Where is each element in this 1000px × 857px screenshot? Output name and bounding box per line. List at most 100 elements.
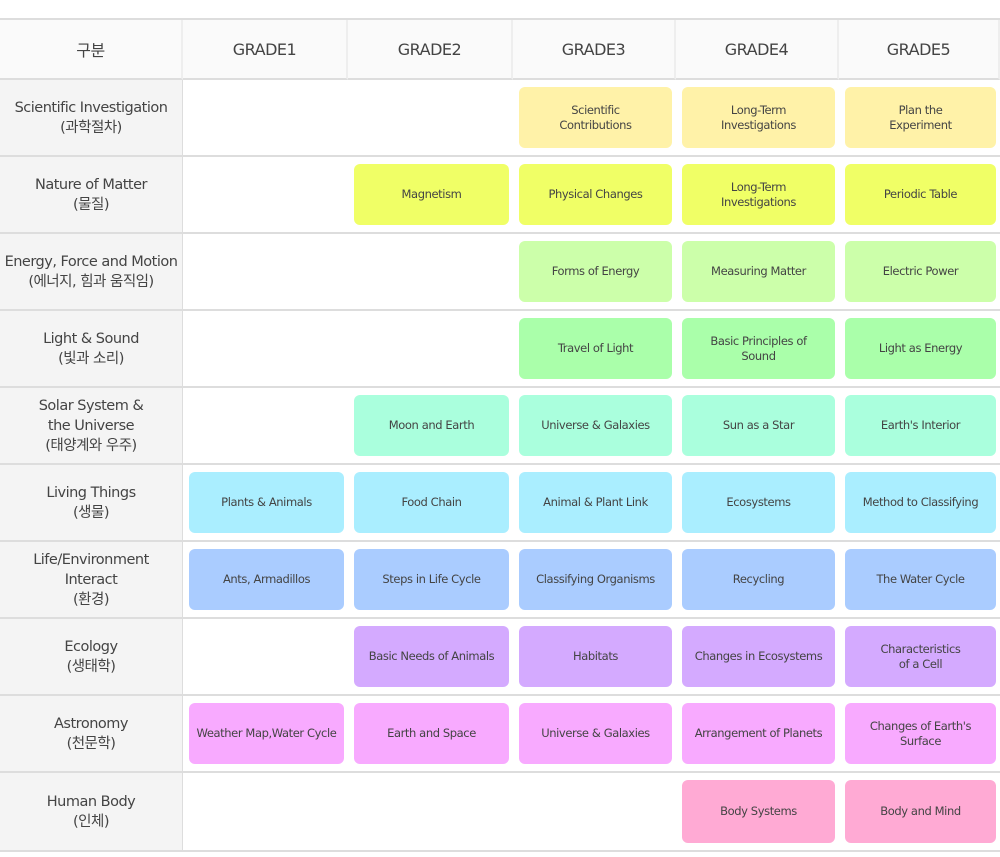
table-cell: Electric Power: [839, 234, 1000, 311]
table-cell: Changes in Ecosystems: [676, 619, 839, 696]
table-cell: [183, 388, 348, 465]
row-header: Light & Sound (빛과 소리): [0, 311, 183, 388]
topic-chip[interactable]: Changes of Earth's Surface: [845, 703, 996, 764]
topic-chip[interactable]: Characteristics of a Cell: [845, 626, 996, 687]
row-header: Solar System & the Universe (태양계와 우주): [0, 388, 183, 465]
table-cell: Periodic Table: [839, 157, 1000, 234]
topic-chip[interactable]: Travel of Light: [519, 318, 672, 379]
topic-chip[interactable]: Plan the Experiment: [845, 87, 996, 148]
table-cell: [348, 234, 513, 311]
table-cell: Habitats: [513, 619, 676, 696]
topic-chip[interactable]: Light as Energy: [845, 318, 996, 379]
table-cell: Scientific Contributions: [513, 80, 676, 157]
table-cell: Forms of Energy: [513, 234, 676, 311]
topic-chip[interactable]: Measuring Matter: [682, 241, 835, 302]
table-cell: Ecosystems: [676, 465, 839, 542]
row-header: Nature of Matter (물질): [0, 157, 183, 234]
topic-chip[interactable]: Body and Mind: [845, 780, 996, 843]
topic-chip[interactable]: Physical Changes: [519, 164, 672, 225]
row-header: Life/Environment Interact (환경): [0, 542, 183, 619]
topic-chip[interactable]: Earth and Space: [354, 703, 509, 764]
table-cell: Universe & Galaxies: [513, 696, 676, 773]
topic-chip[interactable]: Habitats: [519, 626, 672, 687]
header-grade4: GRADE4: [676, 20, 839, 80]
topic-chip[interactable]: Basic Needs of Animals: [354, 626, 509, 687]
table-cell: Magnetism: [348, 157, 513, 234]
topic-chip[interactable]: Periodic Table: [845, 164, 996, 225]
topic-chip[interactable]: Long-Term Investigations: [682, 164, 835, 225]
topic-chip[interactable]: Magnetism: [354, 164, 509, 225]
topic-chip[interactable]: Scientific Contributions: [519, 87, 672, 148]
topic-chip[interactable]: Changes in Ecosystems: [682, 626, 835, 687]
table-cell: [348, 80, 513, 157]
header-grade1: GRADE1: [183, 20, 348, 80]
table-cell: Earth and Space: [348, 696, 513, 773]
table-cell: Travel of Light: [513, 311, 676, 388]
table-cell: Long-Term Investigations: [676, 157, 839, 234]
table-cell: Earth's Interior: [839, 388, 1000, 465]
table-cell: Basic Principles of Sound: [676, 311, 839, 388]
table-cell: Long-Term Investigations: [676, 80, 839, 157]
topic-chip[interactable]: Recycling: [682, 549, 835, 610]
table-cell: Classifying Organisms: [513, 542, 676, 619]
table-cell: Weather Map,Water Cycle: [183, 696, 348, 773]
table-cell: Plan the Experiment: [839, 80, 1000, 157]
table-cell: [183, 311, 348, 388]
topic-chip[interactable]: Body Systems: [682, 780, 835, 843]
curriculum-table: 구분 GRADE1 GRADE2 GRADE3 GRADE4 GRADE5 Sc…: [0, 18, 1000, 852]
table-cell: Measuring Matter: [676, 234, 839, 311]
table-cell: [183, 80, 348, 157]
table-cell: Light as Energy: [839, 311, 1000, 388]
topic-chip[interactable]: Method to Classifying: [845, 472, 996, 533]
row-header: Astronomy (천문학): [0, 696, 183, 773]
topic-chip[interactable]: Plants & Animals: [189, 472, 344, 533]
table-cell: Ants, Armadillos: [183, 542, 348, 619]
topic-chip[interactable]: Ecosystems: [682, 472, 835, 533]
header-grade3: GRADE3: [513, 20, 676, 80]
topic-chip[interactable]: Moon and Earth: [354, 395, 509, 456]
topic-chip[interactable]: Ants, Armadillos: [189, 549, 344, 610]
table-cell: Steps in Life Cycle: [348, 542, 513, 619]
table-cell: Animal & Plant Link: [513, 465, 676, 542]
table-cell: Moon and Earth: [348, 388, 513, 465]
table-cell: Body and Mind: [839, 773, 1000, 850]
table-cell: Universe & Galaxies: [513, 388, 676, 465]
topic-chip[interactable]: Sun as a Star: [682, 395, 835, 456]
header-grade5: GRADE5: [839, 20, 1000, 80]
table-cell: [183, 157, 348, 234]
table-cell: [183, 234, 348, 311]
row-header: Energy, Force and Motion (에너지, 힘과 움직임): [0, 234, 183, 311]
topic-chip[interactable]: Arrangement of Planets: [682, 703, 835, 764]
topic-chip[interactable]: Classifying Organisms: [519, 549, 672, 610]
table-cell: Changes of Earth's Surface: [839, 696, 1000, 773]
row-header: Living Things (생물): [0, 465, 183, 542]
topic-chip[interactable]: Forms of Energy: [519, 241, 672, 302]
topic-chip[interactable]: Animal & Plant Link: [519, 472, 672, 533]
table-cell: Basic Needs of Animals: [348, 619, 513, 696]
table-cell: The Water Cycle: [839, 542, 1000, 619]
table-cell: Body Systems: [676, 773, 839, 850]
topic-chip[interactable]: Weather Map,Water Cycle: [189, 703, 344, 764]
table-cell: [513, 773, 676, 850]
table-cell: Plants & Animals: [183, 465, 348, 542]
table-cell: Food Chain: [348, 465, 513, 542]
table-cell: [348, 311, 513, 388]
topic-chip[interactable]: Steps in Life Cycle: [354, 549, 509, 610]
header-grade2: GRADE2: [348, 20, 513, 80]
table-cell: Recycling: [676, 542, 839, 619]
table-cell: Arrangement of Planets: [676, 696, 839, 773]
table-cell: [183, 773, 348, 850]
row-header: Human Body (인체): [0, 773, 183, 850]
topic-chip[interactable]: Basic Principles of Sound: [682, 318, 835, 379]
topic-chip[interactable]: The Water Cycle: [845, 549, 996, 610]
table-cell: Physical Changes: [513, 157, 676, 234]
topic-chip[interactable]: Earth's Interior: [845, 395, 996, 456]
topic-chip[interactable]: Electric Power: [845, 241, 996, 302]
table-cell: [183, 619, 348, 696]
table-cell: Sun as a Star: [676, 388, 839, 465]
topic-chip[interactable]: Universe & Galaxies: [519, 395, 672, 456]
topic-chip[interactable]: Universe & Galaxies: [519, 703, 672, 764]
topic-chip[interactable]: Long-Term Investigations: [682, 87, 835, 148]
topic-chip[interactable]: Food Chain: [354, 472, 509, 533]
table-cell: [348, 773, 513, 850]
